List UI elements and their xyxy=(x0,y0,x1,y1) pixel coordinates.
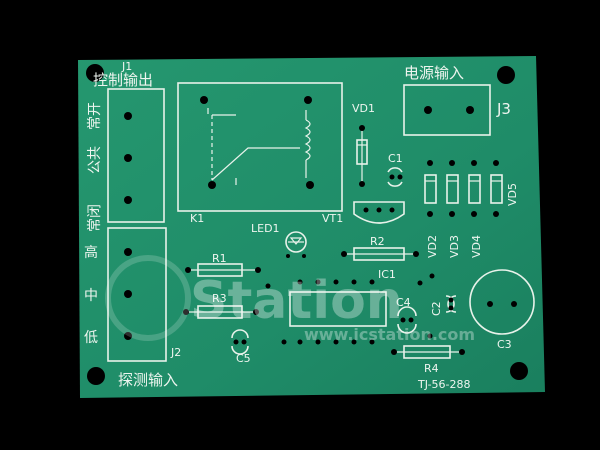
label-board-code: TJ-56-288 xyxy=(417,378,471,391)
watermark-url: www.icstation.com xyxy=(304,325,475,344)
watermark-logo: Station xyxy=(190,271,403,331)
label-c5: C5 xyxy=(236,352,251,365)
vd2-vd5-diodes xyxy=(424,160,503,217)
label-j3-title: 电源输入 xyxy=(404,64,464,82)
label-ic1: IC1 xyxy=(378,268,396,281)
r2-resistor xyxy=(341,247,419,261)
c5-capacitor xyxy=(231,329,249,355)
label-vt1: VT1 xyxy=(322,212,343,225)
label-j1: J1 xyxy=(121,60,132,73)
label-vd4: VD4 xyxy=(470,235,483,258)
label-j1-title: 控制输出 xyxy=(93,71,153,89)
j3-connector xyxy=(403,84,491,136)
label-r2: R2 xyxy=(370,235,385,248)
label-j2-mid: 中 xyxy=(84,288,98,304)
k1-relay xyxy=(177,82,343,212)
pcb-board xyxy=(78,56,545,398)
label-vd1: VD1 xyxy=(352,102,375,115)
vd1-diode xyxy=(356,125,368,187)
r1-resistor xyxy=(185,263,261,277)
j1-connector xyxy=(107,88,165,223)
label-j3: J3 xyxy=(496,100,511,118)
label-vd3: VD3 xyxy=(448,235,461,258)
label-c1: C1 xyxy=(388,152,403,165)
led1 xyxy=(285,231,307,258)
ic1-chip xyxy=(289,279,387,345)
label-r3: R3 xyxy=(212,292,227,305)
label-j2: J2 xyxy=(170,346,181,359)
label-vd5: VD5 xyxy=(506,183,519,206)
label-j2-low: 低 xyxy=(84,330,98,346)
c4-capacitor xyxy=(397,306,417,334)
label-j2-title: 探测输入 xyxy=(118,371,178,389)
c1-capacitor xyxy=(387,167,403,187)
label-c2: C2 xyxy=(430,301,443,316)
label-r4: R4 xyxy=(424,362,439,375)
label-c3: C3 xyxy=(497,338,512,351)
label-k1: K1 xyxy=(190,212,204,225)
label-j1-nc: 常闭 xyxy=(87,204,103,232)
watermark: Station www.icstation.com xyxy=(105,255,475,344)
r4-resistor xyxy=(391,345,465,359)
label-r1: R1 xyxy=(212,252,227,265)
c3-capacitor xyxy=(469,269,535,335)
label-j2-high: 高 xyxy=(84,244,98,261)
label-led1: LED1 xyxy=(251,222,280,235)
mounting-holes xyxy=(86,64,528,385)
vt1-transistor xyxy=(353,201,405,224)
label-j1-no: 常开 xyxy=(87,102,103,130)
c2-capacitor xyxy=(445,295,457,313)
j2-connector xyxy=(107,227,167,362)
label-c4: C4 xyxy=(396,296,411,309)
misc-pads xyxy=(265,273,435,345)
label-j1-com: 公共 xyxy=(87,146,103,174)
r3-resistor xyxy=(183,305,259,319)
label-vd2: VD2 xyxy=(426,235,439,258)
